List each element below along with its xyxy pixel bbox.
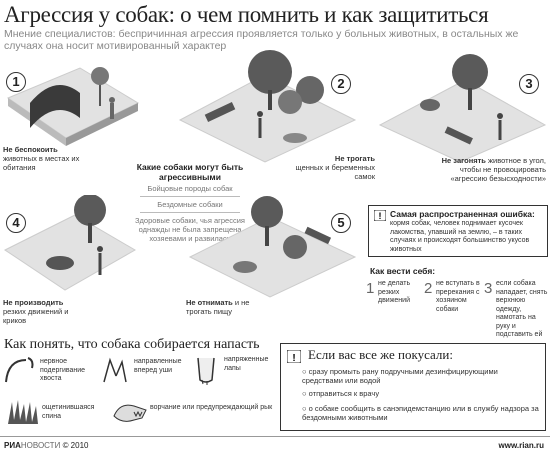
footer: РИАНОВОСТИ © 2010 www.rian.ru [0,436,550,454]
footer-brand: РИАНОВОСТИ © 2010 [4,441,88,450]
footer-copyright: © 2010 [62,441,89,450]
center-item-1: Бойцовые породы собак [147,184,233,193]
rule-number-3: 3 [519,74,539,94]
rule-caption-bold-4: Не производить [3,298,64,307]
scene-1 [0,58,140,168]
brand-novosti: НОВОСТИ [20,441,61,450]
warning-icon: ! [374,210,386,221]
bitten-box [280,343,546,431]
behave-item-3: если собака нападает, снять верхнюю одеж… [496,280,548,338]
scene-3-illustration [378,54,547,163]
scene-5 [185,192,360,302]
common-error-title: Самая распространенная ошибка: [390,209,535,219]
scene-4-illustration [4,195,136,291]
rule-caption-bold-1: Не беспокоить [3,145,58,154]
behave-number-3: 3 [484,280,493,297]
warning-icon: ! [287,350,301,363]
bullet-icon: ○ [302,367,309,376]
bitten-item-2-text: отправиться к врачу [308,389,380,398]
rule-caption-text-5: и не трогать пищу [186,298,250,316]
bitten-item-3: ○ о собаке сообщить в санэпидемстанцию и… [302,404,542,422]
rule-caption-5: Не отнимать и не трогать пищу [186,298,266,316]
behave-number-1: 1 [366,280,375,297]
sign-label-growl: ворчание или предупреждающий рык [150,404,273,411]
sign-label-fur: ощетинившаяся спина [42,404,95,420]
behave-item-1: не делать резких движений [378,280,411,304]
svg-text:!: ! [379,211,382,221]
sign-label-ears: направленные вперед уши [134,358,182,374]
behave-item-2: не вступать в пререкания с хозяином соба… [436,280,480,313]
center-divider-2 [140,212,240,213]
rule-caption-text-3: животное в угол, чтобы не провоцировать … [450,156,546,183]
svg-text:!: ! [292,353,295,363]
rule-caption-bold-5: Не отнимать [186,298,233,307]
scene-4 [0,195,140,300]
center-heading: Какие собаки могут быть агрессивными [136,162,244,182]
rule-caption-4: Не производить резких движений и криков [3,298,85,325]
brand-ria: РИА [4,441,21,450]
sign-label-paws: напряженные лапы [224,356,269,372]
scene-2-illustration [178,50,357,163]
common-error-box [368,205,548,257]
scene-3 [375,50,550,165]
ears-icon [103,357,127,383]
center-item-3: Здоровые собаки, чья агрессия однажды не… [135,216,245,243]
rule-caption-text-4: резких движений и криков [3,307,69,325]
rule-number-4: 4 [6,213,26,233]
page-title: Агрессия у собак: о чем помнить и как за… [4,2,489,27]
bullet-icon: ○ [302,389,309,398]
rule-caption-1: Не беспокоить животных в местах их обита… [3,145,81,172]
bitten-item-1-text: сразу промыть рану подручными дезинфицир… [302,367,498,385]
rule-caption-2: Не трогать щенных и беременных самок [280,154,375,181]
rule-number-2: 2 [331,74,351,94]
center-item-2: Бездомные собаки [157,200,223,209]
center-divider-1 [140,196,240,197]
rule-caption-3: Не загонять животное в угол, чтобы не пр… [440,156,546,183]
rule-number-1: 1 [6,72,26,92]
scene-1-illustration [6,67,140,146]
tail-icon [5,357,34,383]
paws-icon [197,357,215,385]
bitten-item-1: ○ сразу промыть рану подручными дезинфиц… [302,367,538,385]
behave-number-2: 2 [424,280,433,297]
page-subtitle: Мнение специалистов: беспричинная агресс… [4,28,519,52]
rule-caption-text-2: щенных и беременных самок [295,163,375,181]
common-error-text: кормя собак, человек поднимает кусочек л… [390,220,530,253]
rule-caption-bold-2: Не трогать [334,154,375,163]
sign-label-tail: нервное подергивание хвоста [40,358,86,382]
signs-title: Как понять, что собака собирается напаст… [4,337,260,352]
rule-caption-text-1: животных в местах их обитания [3,154,80,172]
fur-icon [8,400,38,424]
bitten-title: Если вас все же покусали: [308,347,453,362]
growl-icon [113,404,147,422]
bitten-item-3-text: о собаке сообщить в санэпидемстанцию или… [302,404,539,422]
bullet-icon: ○ [302,404,309,413]
bitten-item-2: ○ отправиться к врачу [302,389,538,398]
rule-number-5: 5 [331,213,351,233]
scene-5-illustration [188,196,357,298]
rule-caption-bold-3: Не загонять [441,156,486,165]
scene-2 [170,50,360,165]
footer-site-link[interactable]: www.rian.ru [498,441,545,450]
behave-title: Как вести себя: [370,266,436,276]
